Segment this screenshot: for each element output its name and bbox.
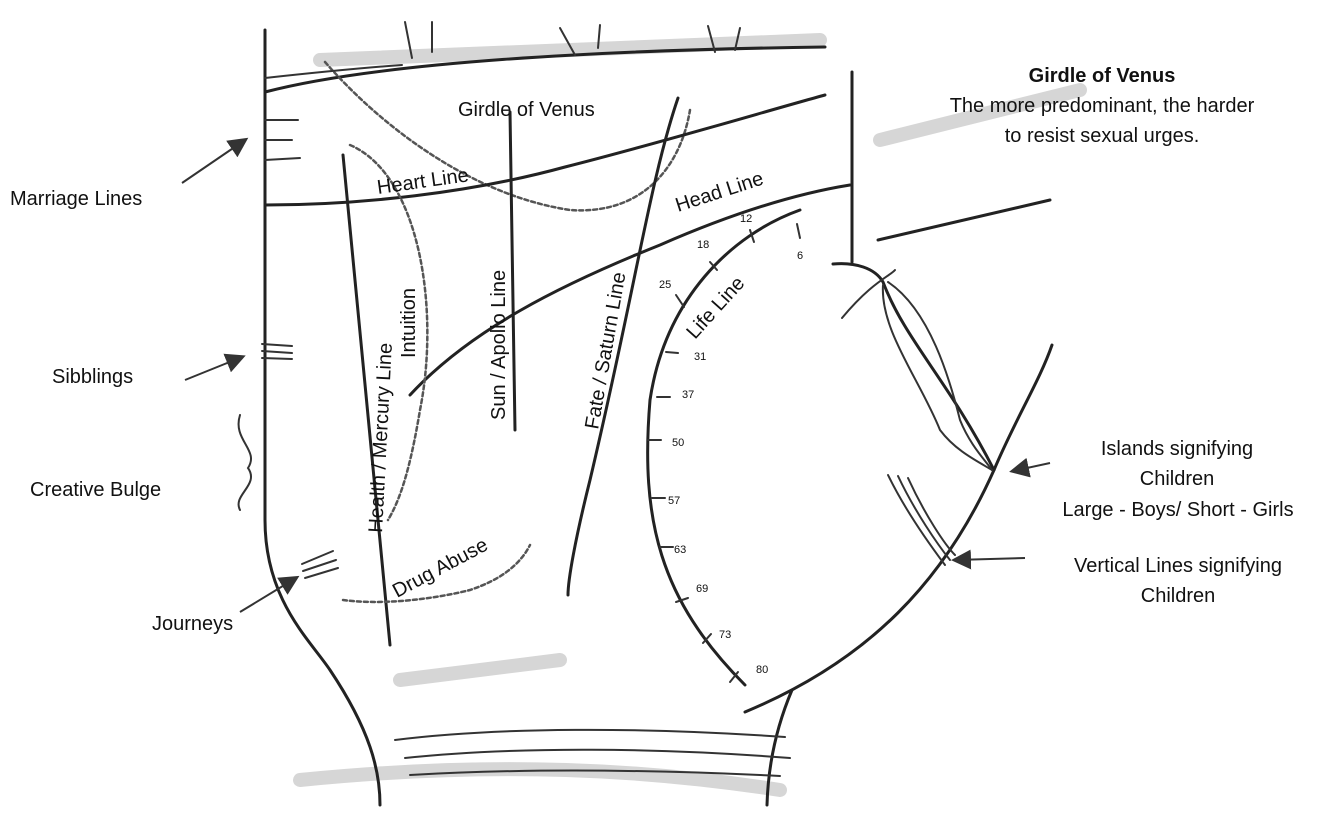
vertical-lines-label-line2: Children <box>1141 585 1215 607</box>
islands-label-line2: Children <box>1140 468 1214 490</box>
age-label: 57 <box>668 495 680 507</box>
age-label: 18 <box>697 239 709 251</box>
sibblings-label: Sibblings <box>52 366 133 388</box>
age-label: 31 <box>694 351 706 363</box>
children-vertical-lines <box>888 475 955 565</box>
diagram-labels: Girdle of Venus The more predominant, th… <box>10 65 1294 635</box>
journey-marks <box>302 551 338 578</box>
girdle-of-venus-desc-line1: The more predominant, the harder <box>950 95 1255 117</box>
fate-line-label: Fate / Saturn Line <box>581 270 630 430</box>
vertical-lines-label-line1: Vertical Lines signifying <box>1074 555 1282 577</box>
creative-bulge-brace <box>239 415 251 510</box>
girdle-of-venus-desc-line2: to resist sexual urges. <box>1005 125 1200 147</box>
age-label: 12 <box>740 213 752 225</box>
girdle-of-venus-title: Girdle of Venus <box>1029 65 1176 87</box>
age-label: 37 <box>682 389 694 401</box>
age-label: 25 <box>659 279 671 291</box>
age-label: 69 <box>696 583 708 595</box>
girdle-of-venus-label: Girdle of Venus <box>458 99 595 121</box>
sun-line <box>510 112 515 430</box>
islands-label-line1: Islands signifying <box>1101 438 1253 460</box>
drug-abuse-label: Drug Abuse <box>389 534 492 602</box>
islands-label-line3: Large - Boys/ Short - Girls <box>1062 499 1293 521</box>
age-label: 50 <box>672 437 684 449</box>
life-line-label: Life Line <box>682 272 749 343</box>
annotation-arrows <box>182 140 1050 612</box>
age-label: 80 <box>756 664 768 676</box>
health-line-label: Health / Mercury Line <box>365 342 397 533</box>
age-label: 73 <box>719 629 731 641</box>
intuition-label: Intuition <box>398 288 420 358</box>
fate-line <box>568 98 678 595</box>
journeys-label: Journeys <box>152 613 233 635</box>
sun-line-label: Sun / Apollo Line <box>488 270 510 420</box>
marriage-lines-label: Marriage Lines <box>10 188 142 210</box>
marriage-line-marks <box>265 120 300 160</box>
creative-bulge-label: Creative Bulge <box>30 479 161 501</box>
age-label: 63 <box>674 544 686 556</box>
age-label: 6 <box>797 250 803 262</box>
